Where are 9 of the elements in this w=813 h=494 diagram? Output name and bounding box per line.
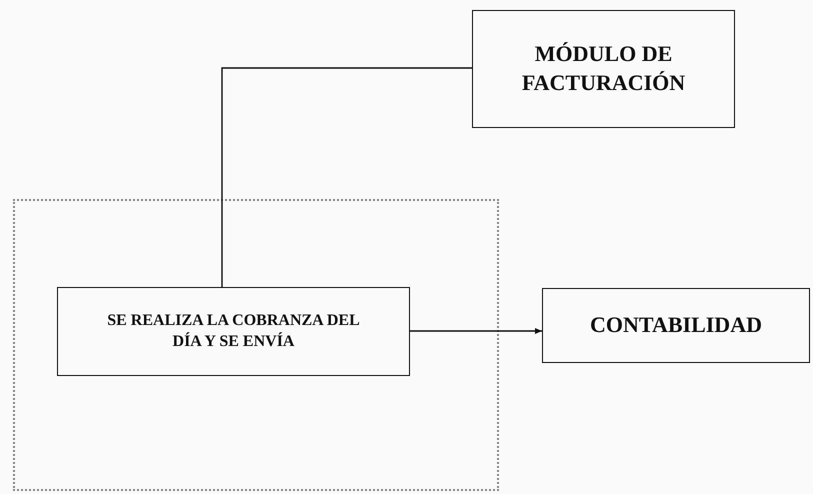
connector-line xyxy=(221,67,472,287)
arrow xyxy=(410,328,542,334)
process-box xyxy=(57,287,410,376)
dotted-group-box xyxy=(13,199,499,491)
process-box xyxy=(472,10,735,128)
box-label: CONTABILIDAD xyxy=(589,311,763,340)
box-label: SE REALIZA LA COBRANZA DEL DÍA Y SE ENVÍA xyxy=(106,310,361,352)
box-label: MÓDULO DE FACTURACIÓN xyxy=(520,40,686,97)
process-box xyxy=(542,288,810,363)
